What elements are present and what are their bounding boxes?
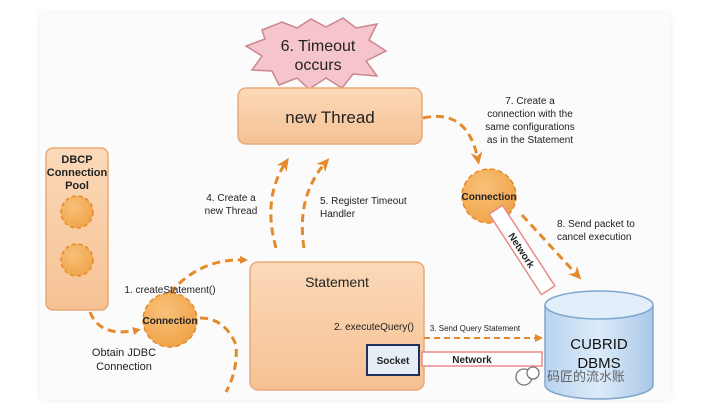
timeout-label-line2: occurs xyxy=(294,57,341,74)
pool-label-line1: DBCP xyxy=(61,154,92,166)
create-statement-arrow xyxy=(168,255,248,294)
step7-label-line2: connection with the xyxy=(487,109,573,120)
step7-label-line1: 7. Create a xyxy=(505,96,555,107)
connection-to-statement-arc xyxy=(199,316,238,393)
step8-label-line1: 8. Send packet to xyxy=(557,219,635,230)
cubrid-db-cylinder xyxy=(544,290,654,400)
pool-connection-circle xyxy=(60,243,94,277)
cancel-packet-arrow xyxy=(520,213,582,280)
step8-label-line2: cancel execution xyxy=(557,232,632,243)
timeout-burst xyxy=(244,17,388,90)
watermark-logo-icon xyxy=(515,366,540,386)
timeout-label-line1: 6. Timeout xyxy=(281,38,356,55)
socket-label: Socket xyxy=(377,356,410,367)
statement-label: Statement xyxy=(305,274,369,290)
step5-label-line1: 5. Register Timeout xyxy=(320,196,407,207)
step3-label: 3. Send Query Statement xyxy=(430,324,521,333)
thread-label: new Thread xyxy=(285,108,374,127)
step7-label-line4: as in the Statement xyxy=(487,135,573,146)
db-label-line2: DBMS xyxy=(577,355,620,372)
step5-label-line2: Handler xyxy=(320,209,356,220)
socket-box xyxy=(366,344,420,376)
pool-label-line3: Pool xyxy=(65,180,89,192)
connection-right-label: Connection xyxy=(462,192,517,203)
create-connection-arrow xyxy=(422,114,483,165)
step7-label-line3: same configurations xyxy=(485,122,575,133)
dbcp-pool-box xyxy=(45,147,109,311)
connection-left-label: Connection xyxy=(143,316,198,327)
register-handler-arrow xyxy=(300,158,330,249)
step4-label-line1: 4. Create a xyxy=(206,193,256,204)
thread-box xyxy=(237,87,423,145)
pool-label-line2: Connection xyxy=(47,167,108,179)
obtain-label-line2: Connection xyxy=(96,361,152,373)
obtain-connection-arrow xyxy=(88,311,141,335)
connection-left-circle xyxy=(142,292,198,348)
pool-connection-circle xyxy=(60,195,94,229)
step4-label-line2: new Thread xyxy=(205,206,258,217)
obtain-label-line1: Obtain JDBC xyxy=(92,347,156,359)
db-label-line1: CUBRID xyxy=(570,336,628,353)
step1-label: 1. createStatement() xyxy=(124,285,215,296)
watermark-text: 码匠的流水账 xyxy=(547,369,625,384)
create-thread-arrow xyxy=(269,157,289,249)
network-bottom-label: Network xyxy=(452,355,492,366)
network-bar-bottom xyxy=(421,351,543,367)
network-bar-diagonal: Network xyxy=(488,204,556,296)
execute-query-label: 2. executeQuery() xyxy=(334,322,414,333)
